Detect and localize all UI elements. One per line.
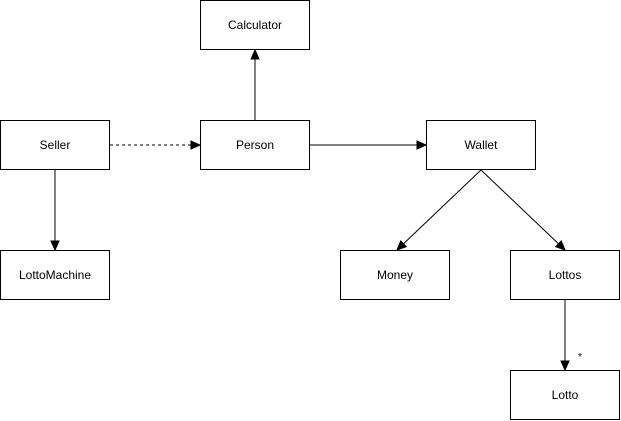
class-box[interactable] bbox=[200, 0, 310, 50]
class-node-lottomachine[interactable]: LottoMachine bbox=[0, 250, 110, 300]
class-node-lottos[interactable]: Lottos bbox=[510, 250, 620, 300]
class-label: Person bbox=[236, 138, 274, 152]
edges-layer: * bbox=[50, 48, 582, 372]
class-label: Calculator bbox=[228, 18, 282, 32]
edge-lottos-lotto: * bbox=[560, 300, 582, 372]
edge-wallet-money bbox=[396, 169, 482, 251]
arrow-head bbox=[554, 239, 566, 251]
class-label: Lotto bbox=[552, 388, 579, 402]
edge-person-wallet bbox=[310, 140, 428, 150]
arrow-head bbox=[50, 240, 60, 252]
multiplicity-label: * bbox=[578, 352, 582, 363]
class-box[interactable] bbox=[200, 120, 310, 170]
class-label: Seller bbox=[40, 138, 71, 152]
class-node-calculator[interactable]: Calculator bbox=[200, 0, 310, 50]
class-node-seller[interactable]: Seller bbox=[0, 120, 110, 170]
class-node-money[interactable]: Money bbox=[340, 250, 450, 300]
class-box[interactable] bbox=[0, 250, 110, 300]
edge-wallet-lottos bbox=[480, 169, 566, 251]
class-box[interactable] bbox=[510, 250, 620, 300]
arrow-head bbox=[396, 239, 408, 251]
edge-seller-lottomachine bbox=[50, 170, 60, 252]
arrow-head bbox=[250, 48, 260, 60]
arrow-head bbox=[416, 140, 428, 150]
class-box[interactable] bbox=[0, 120, 110, 170]
edge-seller-person bbox=[110, 140, 202, 150]
class-box[interactable] bbox=[510, 370, 620, 420]
arrow-head bbox=[190, 140, 202, 150]
class-label: LottoMachine bbox=[19, 268, 91, 282]
class-node-wallet[interactable]: Wallet bbox=[426, 120, 536, 170]
class-label: Lottos bbox=[549, 268, 582, 282]
arrow-head bbox=[560, 360, 570, 372]
edge-line bbox=[480, 169, 559, 245]
class-label: Wallet bbox=[465, 138, 499, 152]
class-node-person[interactable]: Person bbox=[200, 120, 310, 170]
edge-line bbox=[403, 169, 482, 245]
edge-person-calculator bbox=[250, 48, 260, 120]
class-box[interactable] bbox=[340, 250, 450, 300]
class-label: Money bbox=[377, 268, 413, 282]
class-node-lotto[interactable]: Lotto bbox=[510, 370, 620, 420]
class-box[interactable] bbox=[426, 120, 536, 170]
